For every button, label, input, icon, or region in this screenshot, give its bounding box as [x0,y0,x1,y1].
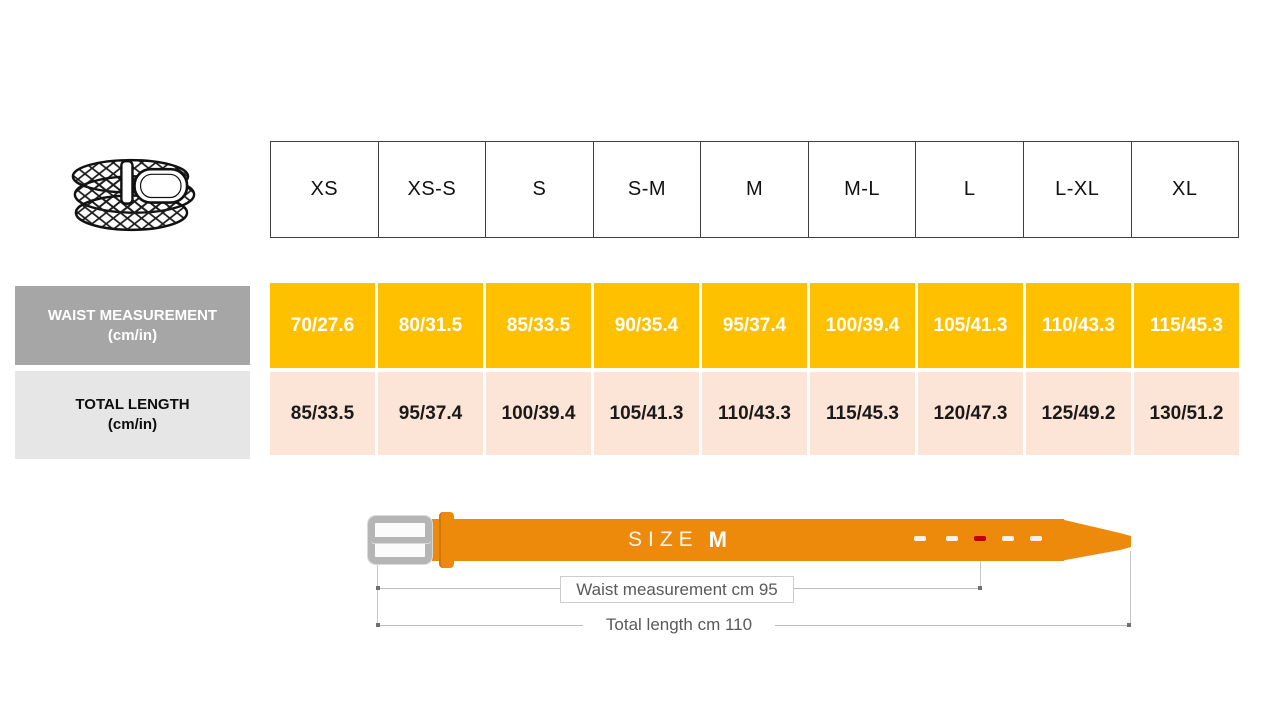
waist-value-cell: 115/45.3 [1134,283,1239,368]
belt-hole [914,536,926,541]
row-label-unit: (cm/in) [107,326,158,344]
length-value-cell: 110/43.3 [702,372,807,455]
belt-strap [432,519,1064,561]
waist-measurement-annotation: Waist measurement cm 95 [560,576,794,603]
belt-strap-tip [1060,519,1132,566]
length-value-cell: 105/41.3 [594,372,699,455]
length-value-cell: 120/47.3 [918,372,1023,455]
size-header-cell: XL [1172,178,1198,200]
belt-size-label: SIZE M [595,527,760,553]
total-length-annotation: Total length cm 110 [583,613,775,637]
total-length-row: 85/33.5 95/37.4 100/39.4 105/41.3 110/43… [270,372,1239,455]
guide-line-center-hole [980,561,981,589]
size-header-cell: XS-S [379,142,487,237]
size-header-cell: L [916,142,1024,237]
waist-value-cell: 80/31.5 [378,283,483,368]
guide-line-buckle [377,565,378,626]
belt-hole-highlighted [974,536,986,541]
waist-value-cell: 110/43.3 [1026,283,1131,368]
size-header-cell: M [701,142,809,237]
size-header-cell: M-L [809,142,917,237]
belt-buckle-prong [371,537,431,543]
dimension-endpoint [376,586,380,590]
size-header-cell: XS [271,142,379,237]
belt-hole [1002,536,1014,541]
size-header-cell: S-M [594,142,702,237]
waist-value-cell: 105/41.3 [918,283,1023,368]
length-value-cell: 95/37.4 [378,372,483,455]
length-value-cell: 125/49.2 [1026,372,1131,455]
belt-keeper-loop [439,512,454,568]
dimension-endpoint [376,623,380,627]
waist-value-cell: 70/27.6 [270,283,375,368]
waist-measurement-row: 70/27.6 80/31.5 85/33.5 90/35.4 95/37.4 … [270,283,1239,368]
waist-value-cell: 85/33.5 [486,283,591,368]
braided-belt-icon [71,158,196,232]
length-value-cell: 85/33.5 [270,372,375,455]
dimension-endpoint [1127,623,1131,627]
size-header-cell: S [486,142,594,237]
row-label-text: TOTAL LENGTH [75,396,190,413]
size-word: SIZE [627,528,699,551]
row-label-unit: (cm/in) [107,416,158,433]
waist-value-cell: 100/39.4 [810,283,915,368]
dimension-endpoint [978,586,982,590]
belt-hole [946,536,958,541]
waist-value-cell: 95/37.4 [702,283,807,368]
belt-hole [1030,536,1042,541]
waist-measurement-row-label: WAIST MEASUREMENT (cm/in) [15,286,250,365]
length-value-cell: 115/45.3 [810,372,915,455]
length-value-cell: 100/39.4 [486,372,591,455]
guide-line-tip [1130,551,1131,626]
length-value-cell: 130/51.2 [1134,372,1239,455]
size-header-cell: L-XL [1024,142,1132,237]
row-label-text: WAIST MEASUREMENT [47,306,218,324]
size-value: M [708,527,727,552]
size-header-row: XS XS-S S S-M M M-L L L-XL XL [270,141,1239,238]
waist-value-cell: 90/35.4 [594,283,699,368]
braided-belt-illustration [62,146,207,242]
total-length-row-label: TOTAL LENGTH (cm/in) [15,371,250,459]
